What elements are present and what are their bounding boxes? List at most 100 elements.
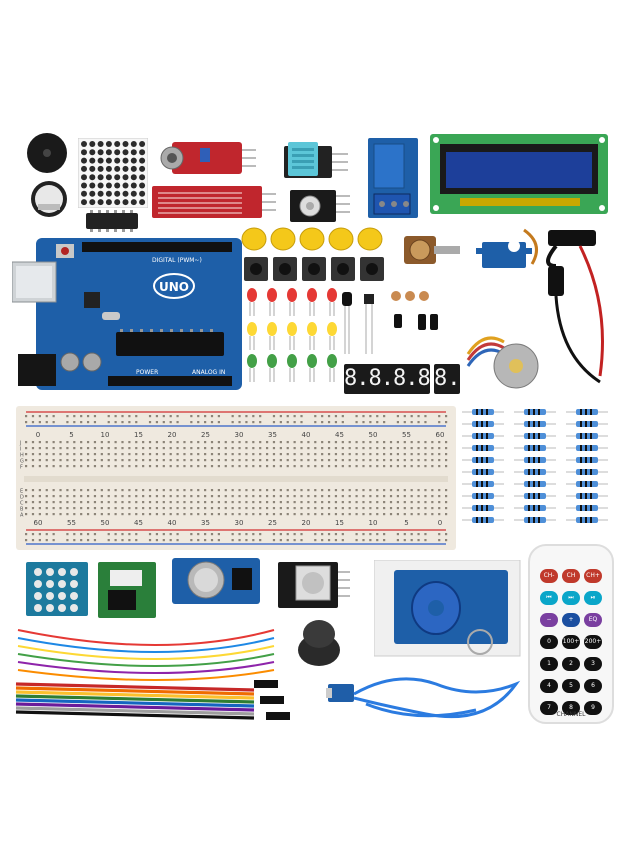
svg-text:A: A [20,513,24,519]
svg-text:25: 25 [201,431,210,439]
remote-button[interactable]: 200+ [584,635,602,649]
buzzer [26,132,68,174]
svg-text:55: 55 [67,519,76,527]
rfid-module [373,559,524,664]
remote-button[interactable]: 2 [562,657,580,671]
svg-text:20: 20 [168,431,177,439]
power-silk-label: POWER [136,369,158,376]
seven-segment-1digit-readout: 8. [434,366,461,391]
analog-silk-label: ANALOG IN [192,369,225,376]
relay-module [368,138,420,224]
remote-button[interactable]: 6 [584,679,602,693]
remote-button[interactable]: 100+ [562,635,580,649]
svg-text:15: 15 [134,431,143,439]
svg-text:5: 5 [404,519,408,527]
svg-text:E: E [20,489,23,495]
resistor-set [462,408,610,532]
remote-button[interactable]: 3 [584,657,602,671]
joystick-cap [296,616,342,672]
digital-silk-label: DIGITAL (PWM~) [152,257,202,264]
servo-motor [474,224,546,288]
keypad-4x4 [26,562,90,622]
sound-sensor-module [160,138,256,182]
svg-text:30: 30 [235,431,244,439]
svg-text:H: H [20,453,24,459]
potentiometer [404,228,464,278]
svg-text:I: I [20,447,21,453]
svg-text:G: G [20,459,24,465]
svg-text:10: 10 [369,519,378,527]
remote-button[interactable]: 4 [540,679,558,693]
arduino-uno-board: UNO DIGITAL (PWM~) POWER ANALOG IN [11,236,244,396]
water-sensor-module [152,184,278,224]
stepper-motor [464,324,548,398]
svg-text:30: 30 [235,519,244,527]
svg-text:15: 15 [335,519,344,527]
svg-text:J: J [19,441,21,447]
seven-segment-1digit: 8. [434,364,461,394]
remote-button[interactable]: 1 [540,657,558,671]
svg-text:40: 40 [302,431,311,439]
dot-matrix-icon [77,137,149,209]
seven-segment-4digit: 8.8.8.8. [344,364,443,394]
svg-text:0: 0 [438,519,442,527]
remote-button[interactable]: ⏭ [562,591,580,605]
remote-brand-text: CHANNEL [556,711,586,718]
battery-clip [540,226,624,400]
buzzer-icon [27,133,67,173]
seven-segment-4digit-readout: 8.8.8.8. [344,366,443,391]
remote-button[interactable]: 9 [584,701,602,715]
dht11-sensor [282,140,350,186]
svg-text:20: 20 [302,519,311,527]
passive-buzzer [28,178,70,220]
jumper-wires [14,620,324,730]
svg-text:35: 35 [268,431,277,439]
svg-text:5: 5 [69,431,73,439]
svg-text:45: 45 [134,519,143,527]
remote-button[interactable]: CH [562,569,580,583]
svg-text:C: C [20,501,24,507]
remote-button[interactable]: 8 [562,701,580,715]
remote-button[interactable]: CH- [540,569,558,583]
ir-receiver-and-components [336,284,472,364]
remote-button[interactable]: EQ [584,613,602,627]
rtc-module [172,556,264,610]
remote-button[interactable]: − [540,613,558,627]
svg-text:50: 50 [101,519,110,527]
svg-text:B: B [20,507,24,513]
joystick-module [278,560,350,616]
svg-text:10: 10 [101,431,110,439]
svg-text:50: 50 [369,431,378,439]
svg-text:60: 60 [34,519,43,527]
remote-button[interactable]: + [562,613,580,627]
tactile-switches [242,255,392,289]
svg-text:40: 40 [168,519,177,527]
led-dot-matrix [77,137,149,212]
remote-button[interactable]: ⏮ [540,591,558,605]
svg-text:45: 45 [335,431,344,439]
svg-text:D: D [20,495,24,501]
ic-chip [84,210,140,236]
remote-button[interactable]: 0 [540,635,558,649]
rotary-encoder-module [290,186,350,230]
usb-cable [324,664,526,732]
svg-text:0: 0 [36,431,40,439]
svg-text:F: F [20,465,23,471]
remote-button[interactable]: 7 [540,701,558,715]
remote-button[interactable]: ⏯ [584,591,602,605]
svg-text:55: 55 [402,431,411,439]
yellow-button-caps [240,226,388,256]
passive-buzzer-icon [31,181,67,217]
led-set [244,288,354,388]
stepper-driver-module [98,562,158,624]
svg-text:25: 25 [268,519,277,527]
remote-button[interactable]: CH+ [584,569,602,583]
lcd-1602-module [430,134,610,220]
svg-text:35: 35 [201,519,210,527]
remote-button[interactable]: 5 [562,679,580,693]
svg-text:60: 60 [436,431,445,439]
